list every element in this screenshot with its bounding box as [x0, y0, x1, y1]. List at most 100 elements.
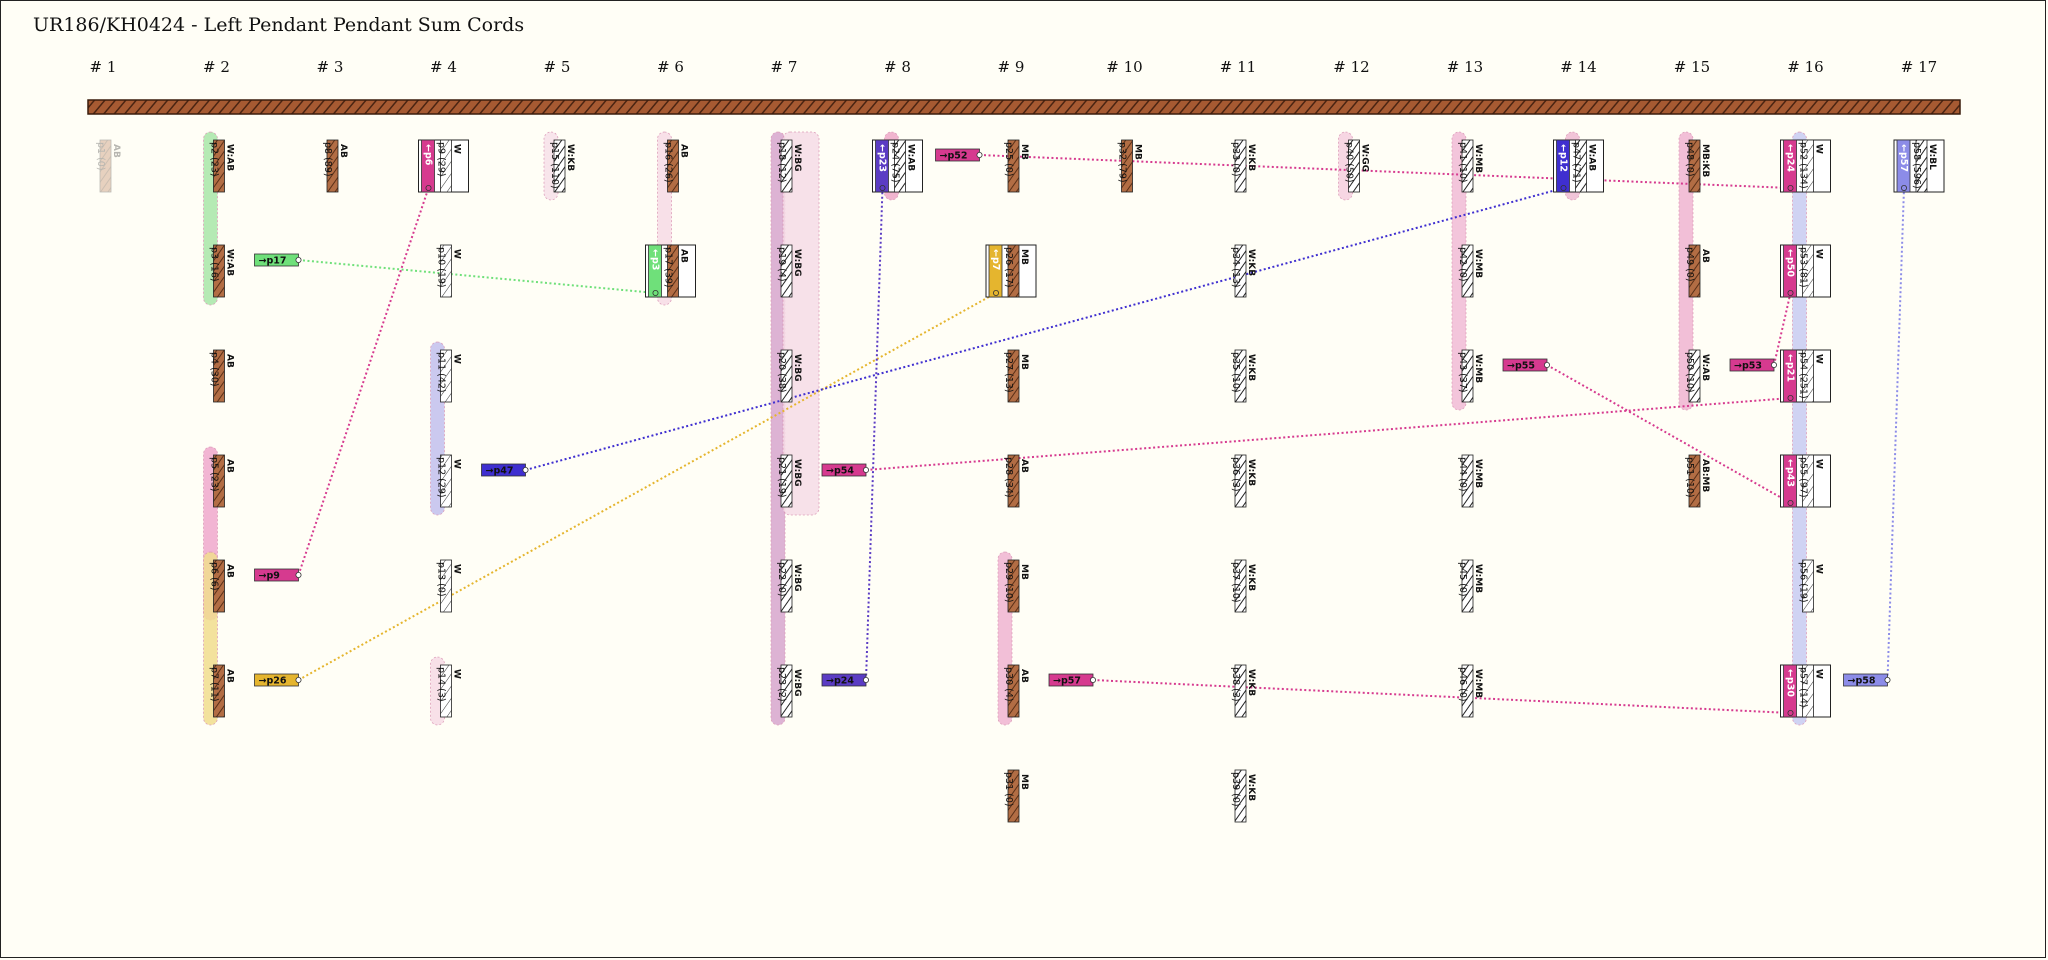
pendant-cord[interactable]: p7 (11)AB	[209, 664, 235, 718]
link-target-tag[interactable]: ←p23	[875, 139, 889, 193]
pendant-cord[interactable]: p41 (10)W:MB	[1457, 139, 1483, 193]
cord-label: p36 (3)	[1230, 457, 1241, 492]
link-target-tag[interactable]: ←p21	[1783, 349, 1797, 403]
link-tag[interactable]: →p17	[254, 253, 302, 267]
pendant-cord[interactable]: p40 (50)W:GG	[1344, 139, 1370, 193]
pendant-cord[interactable]: p4 (30)AB	[209, 349, 235, 403]
pendant-cord[interactable]: p12 (29)W	[436, 454, 462, 508]
link-tag[interactable]: →p58	[1843, 673, 1891, 687]
pendant-cord[interactable]: p38 (3)W:KB	[1230, 664, 1256, 718]
link-line	[298, 292, 997, 681]
link-tag-label: →p57	[1053, 676, 1081, 687]
cord-color-code: W:KB	[1246, 144, 1256, 171]
pendant-cord[interactable]: p16 (26)AB	[663, 139, 689, 193]
column-header: # 5	[544, 58, 571, 76]
link-target-label: ←p7	[990, 249, 1001, 270]
pendant-cord[interactable]: p20 (38)W:BG	[776, 349, 802, 403]
link-target-label: ←p30	[1785, 669, 1796, 697]
pendant-cord[interactable]: p32 (79)MB	[1117, 139, 1143, 193]
cord-color-code: W	[452, 564, 462, 574]
cord-label: p43 (37)	[1457, 352, 1468, 393]
link-target-label: ←p57	[1898, 144, 1909, 172]
link-target-tag[interactable]: ←p24	[1783, 139, 1797, 193]
cord-label: p9 (29)	[436, 142, 447, 177]
pendant-cord[interactable]: p2 (23)W:AB	[209, 139, 235, 193]
pendant-cord[interactable]: p51 (10)AB:MB	[1684, 454, 1710, 508]
pendant-cord[interactable]: p48 (0)MB:KB	[1684, 139, 1710, 193]
pendant-cord[interactable]: p44 (0)W:MB	[1457, 454, 1483, 508]
cord-color-code: W:MB	[1473, 459, 1483, 488]
pendant-cord[interactable]: p36 (3)W:KB	[1230, 454, 1256, 508]
pendant-cord[interactable]: p18 (12)W:BG	[776, 139, 802, 193]
cord-color-code: AB	[1019, 669, 1029, 683]
links-layer	[297, 154, 1905, 714]
pendant-cord[interactable]: p57 (14)W	[1780, 664, 1831, 718]
pendant-cord[interactable]: p50 (10)W:AB	[1684, 349, 1710, 403]
pendant-cord[interactable]: p13 (0)W	[436, 559, 462, 613]
link-target-tag[interactable]: ←p7	[988, 244, 1003, 298]
pendant-cord[interactable]: p21 (19)W:BG	[776, 454, 802, 508]
pendant-cord[interactable]: p19 (4)W:BG	[776, 244, 802, 298]
link-target-tag[interactable]: ←p3	[648, 244, 662, 298]
pendant-cord[interactable]: p43 (37)W:MB	[1457, 349, 1483, 403]
link-tag[interactable]: →p54	[821, 463, 870, 477]
link-tag[interactable]: →p53	[1729, 358, 1778, 372]
pendant-cord[interactable]: p39 (0)W:KB	[1230, 769, 1256, 823]
link-tag[interactable]: →p24	[821, 673, 870, 687]
link-line	[525, 187, 1564, 471]
column-header: # 1	[90, 58, 117, 76]
pendant-cord[interactable]: p49 (0)AB	[1684, 244, 1710, 298]
cord-color-code: MB	[1019, 354, 1029, 370]
pendant-cord[interactable]: p27 (13)MB	[1003, 349, 1029, 403]
pendant-cord[interactable]: p34 (13)W:KB	[1230, 244, 1256, 298]
pendant-cord[interactable]: p25 (0)MB	[1003, 139, 1029, 193]
link-tag[interactable]: →p57	[1048, 673, 1097, 687]
pendant-cord[interactable]: p8 (89)AB	[322, 139, 348, 193]
link-tag[interactable]: →p9	[254, 568, 302, 582]
link-target-tag[interactable]: ←p6	[421, 139, 435, 193]
link-line	[1886, 187, 1905, 681]
cord-body	[1688, 454, 1701, 508]
cord-body	[1234, 139, 1247, 193]
pendant-cord[interactable]: p6 (6)AB	[209, 559, 235, 613]
link-tag[interactable]: →p52	[935, 148, 983, 162]
link-target-tag[interactable]: ←p12	[1556, 139, 1570, 193]
pendant-cord[interactable]: p33 (0)W:KB	[1230, 139, 1256, 193]
cord-color-code: W	[1814, 564, 1824, 574]
pendant-cord[interactable]: p42 (0)W:MB	[1457, 244, 1483, 298]
cord-body	[213, 664, 225, 718]
cord-label: p39 (0)	[1230, 772, 1241, 807]
column-header: # 14	[1560, 58, 1596, 76]
pendant-cord[interactable]: p28 (34)AB	[1003, 454, 1029, 508]
link-target-tag[interactable]: ←p30	[1783, 664, 1797, 718]
cord-body	[780, 349, 793, 403]
link-target-tag[interactable]: ←p43	[1783, 454, 1797, 508]
pendant-cord[interactable]: p31 (0)MB	[1003, 769, 1029, 823]
pendant-cord[interactable]: p11 (42)W	[436, 349, 462, 403]
cord-body	[780, 664, 793, 718]
link-target-tag[interactable]: ←p57	[1896, 139, 1911, 193]
link-tag[interactable]: →p55	[1502, 358, 1551, 372]
link-tag[interactable]: →p26	[254, 673, 302, 687]
pendant-cord[interactable]: p46 (0)W:MB	[1457, 664, 1483, 718]
pendant-cord[interactable]: p3 (16)W:AB	[209, 244, 235, 298]
pendant-cord[interactable]: p10 (19)W	[436, 244, 462, 298]
pendant-cord[interactable]: p23 (2)W:BG	[776, 664, 802, 718]
pendant-cord[interactable]: p29 (10)MB	[1003, 559, 1029, 613]
pendant-cord[interactable]: p5 (23)AB	[209, 454, 235, 508]
cord-body	[213, 454, 225, 508]
pendant-cord[interactable]: p30 (4)AB	[1003, 664, 1029, 718]
link-target-tag[interactable]: ←p50	[1783, 244, 1797, 298]
pendant-cord[interactable]: p56 (19)W	[1798, 559, 1824, 613]
pendant-cord[interactable]: p15 (110)W:KB	[549, 139, 575, 193]
cord-color-code: W:BG	[792, 354, 802, 382]
pendant-cord[interactable]: p35 (10)W:KB	[1230, 349, 1256, 403]
pendant-cord[interactable]: p45 (0)W:MB	[1457, 559, 1483, 613]
pendant-cord[interactable]: p14 (3)W	[436, 664, 462, 718]
pendant-cord[interactable]: p22 (0)W:BG	[776, 559, 802, 613]
pendant-cord[interactable]: p1 (0)AB	[95, 139, 121, 193]
link-tag[interactable]: →p47	[481, 463, 529, 477]
pendant-cord[interactable]: p37 (10)W:KB	[1230, 559, 1256, 613]
link-tag-label: →p54	[826, 466, 854, 477]
link-line	[298, 259, 656, 294]
